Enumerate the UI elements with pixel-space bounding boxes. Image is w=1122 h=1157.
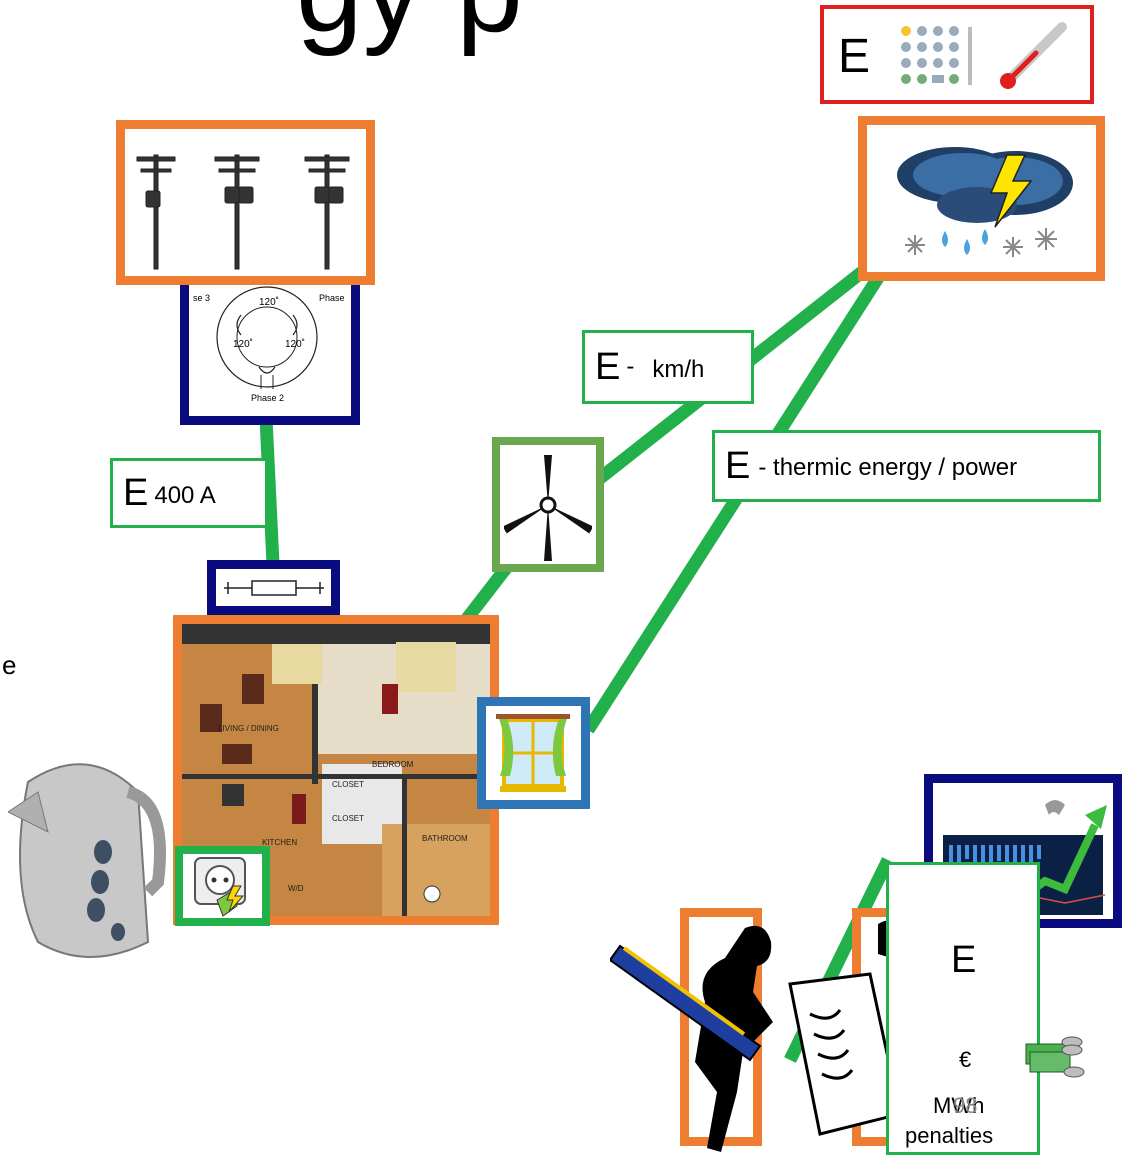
page-number: 98 (953, 1093, 978, 1118)
weather-box (858, 116, 1105, 281)
window-icon (496, 714, 570, 792)
three-phase-box: se 3 Phase 120˚ 120˚ 120˚ Phase 2 (180, 285, 360, 425)
utility-poles-icon (136, 154, 350, 270)
wind-label-unit: km/h (652, 356, 705, 383)
current-label-box: E 400 A (110, 458, 268, 528)
wind-label-box: E - km/h (582, 330, 754, 404)
title-fragment: gy p (296, 0, 523, 50)
market-label-currency: € (959, 1047, 972, 1072)
wind-label-e: E (595, 346, 621, 388)
fuse-icon (224, 580, 324, 596)
floorplan-closet-2: CLOSET (332, 814, 365, 823)
floorplan-bathroom: BATHROOM (422, 834, 468, 843)
angle-right-label: 120˚ (285, 339, 306, 350)
market-label-e: E (951, 939, 977, 981)
thermic-label-e: E (725, 445, 751, 487)
weather-info-box: E (820, 5, 1094, 104)
weather-symbols-icon (901, 26, 972, 85)
thermic-label-text: - thermic energy / power (758, 454, 1018, 481)
contract-signing-icon (610, 920, 906, 1152)
angle-left-label: 120˚ (233, 339, 254, 350)
line-phase-to-fuse (259, 417, 280, 565)
phase2-label: Phase 2 (251, 393, 285, 403)
storm-cloud-icon (897, 147, 1073, 257)
power-poles-box (116, 120, 375, 285)
floorplan-living-dining: LIVING / DINING (218, 724, 279, 733)
wind-turbine-box (492, 437, 604, 572)
phase1-label: Phase (319, 293, 345, 303)
phase3-label: se 3 (193, 293, 211, 303)
weather-info-e: E (838, 30, 871, 83)
window-box (477, 697, 590, 809)
floorplan-kitchen: KITCHEN (262, 838, 298, 847)
market-label-unit: MWh (933, 1093, 985, 1118)
fuse-box (207, 560, 340, 615)
three-phase-diagram (216, 286, 318, 389)
power-outlet-icon (194, 857, 246, 917)
angle-top-label: 120˚ (259, 297, 280, 308)
current-label-value: 400 A (154, 482, 216, 509)
wind-label-dash: - (626, 353, 635, 380)
money-icon (1025, 1036, 1085, 1078)
floorplan-bedroom: BEDROOM (372, 760, 414, 769)
thermic-label-box: E - thermic energy / power (712, 430, 1101, 502)
wind-turbine-icon (504, 455, 592, 561)
kettle-icon (8, 763, 166, 958)
left-edge-letter: e (2, 650, 17, 680)
floorplan-wd: W/D (288, 884, 304, 893)
thermometer-icon (1000, 22, 1067, 89)
outlet-box (175, 846, 270, 926)
market-label-penalties: penalties (905, 1123, 994, 1148)
current-label-e: E (123, 472, 149, 514)
market-label-box: E € MWh 98 penalties (886, 862, 1040, 1155)
floorplan-closet-1: CLOSET (332, 780, 365, 789)
